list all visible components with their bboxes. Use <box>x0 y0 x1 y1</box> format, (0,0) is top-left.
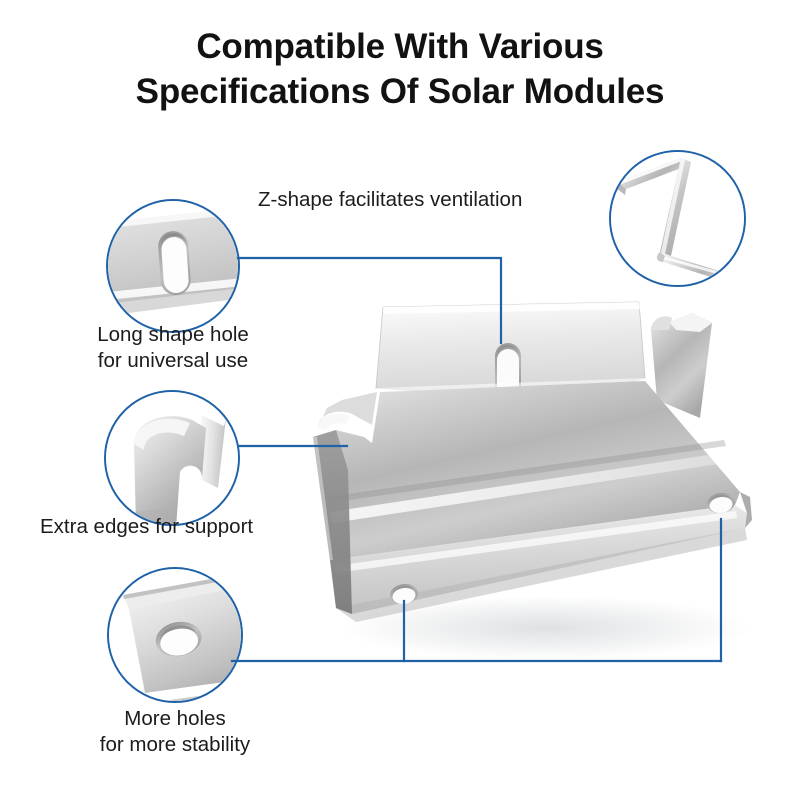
round-hole-closeup-icon <box>109 569 241 701</box>
product-front-face <box>330 505 747 622</box>
product-left-notch <box>318 392 377 431</box>
detail-bubble-z-shape <box>609 150 746 287</box>
callout-label-z-shape: Z-shape facilitates ventilation <box>258 188 523 211</box>
slot-hole-closeup-icon <box>108 201 238 331</box>
product-left-end <box>313 430 352 614</box>
product-back-tab <box>375 301 646 401</box>
callout-label-long-hole-line1: Long shape hole <box>97 323 249 346</box>
slot-hole-top <box>495 343 521 401</box>
product-right-notch <box>651 313 712 418</box>
detail-bubble-more-holes <box>107 567 243 703</box>
z-profile-cross-section-icon <box>611 152 744 285</box>
title-line-1: Compatible With Various <box>196 27 604 66</box>
detail-bubble-extra-edges <box>104 390 240 526</box>
callout-label-more-holes: More holes for more stability <box>65 706 285 758</box>
detail-bubble-long-hole <box>106 199 240 333</box>
callout-label-more-holes-line1: More holes <box>124 707 226 730</box>
page-title: Compatible With Various Specifications O… <box>0 24 800 114</box>
edge-lip-closeup-icon <box>106 392 238 524</box>
title-line-2: Specifications Of Solar Modules <box>135 72 665 111</box>
mounting-hole-right <box>707 492 735 514</box>
callout-label-long-hole: Long shape hole for universal use <box>68 322 278 374</box>
callout-label-extra-edges: Extra edges for support <box>40 515 254 538</box>
product-right-end <box>740 492 752 528</box>
product-top-plate <box>313 381 740 560</box>
mounting-hole-left <box>390 583 418 605</box>
callout-label-long-hole-line2: for universal use <box>97 349 249 372</box>
callout-label-more-holes-line2: for more stability <box>99 733 251 756</box>
product-shadow <box>340 596 750 660</box>
